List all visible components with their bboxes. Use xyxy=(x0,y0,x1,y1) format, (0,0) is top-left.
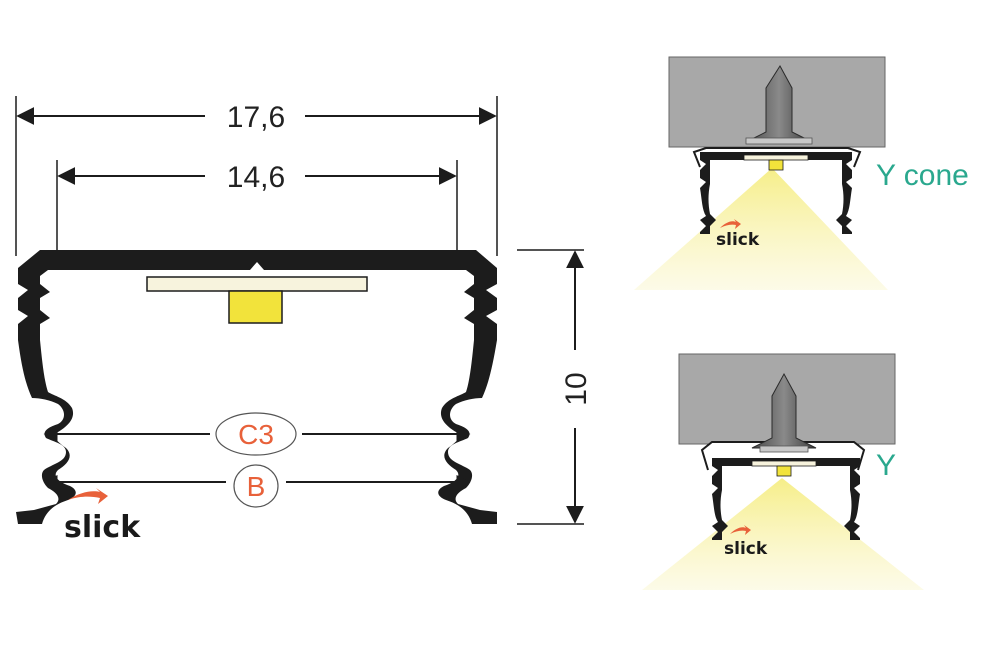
b-label: B xyxy=(247,471,266,502)
mini-logo-1: slick xyxy=(716,230,760,250)
slick-logo-text: slick xyxy=(64,510,141,545)
screw-washer-2 xyxy=(759,445,809,453)
mini-logo-swoosh-2-icon xyxy=(730,525,751,535)
mounting-clip-1 xyxy=(692,147,862,168)
aluminium-profile xyxy=(16,250,497,524)
variant-y-cone: slick Y cone xyxy=(634,56,969,290)
mini-led-chip-1 xyxy=(768,159,784,171)
slick-logo-swoosh-icon xyxy=(68,488,108,504)
variant-label-y: Y xyxy=(876,449,896,482)
led-strip xyxy=(146,276,368,292)
light-beam-2 xyxy=(642,478,924,590)
light-beam-1 xyxy=(634,168,888,290)
c3-label: C3 xyxy=(238,419,274,450)
mini-led-strip-2 xyxy=(751,460,817,467)
mini-led-chip-2 xyxy=(776,465,792,477)
c3-badge xyxy=(215,412,297,456)
dim-height-label: 10 xyxy=(560,372,593,405)
mini-logo-swoosh-1-icon xyxy=(720,219,741,229)
variant-label-y-cone: Y cone xyxy=(876,159,969,192)
variant-y: slick Y xyxy=(642,353,924,590)
slick-logo: slick xyxy=(64,488,141,545)
b-badge xyxy=(233,464,279,508)
mini-led-strip-1 xyxy=(743,154,809,161)
dim-outer-width-label: 17,6 xyxy=(227,101,285,134)
screw-washer-1 xyxy=(745,137,813,145)
led-chip xyxy=(228,290,283,324)
mini-logo-2: slick xyxy=(724,539,768,559)
profile-notch xyxy=(250,262,264,270)
dim-inner-width-label: 14,6 xyxy=(227,161,285,194)
